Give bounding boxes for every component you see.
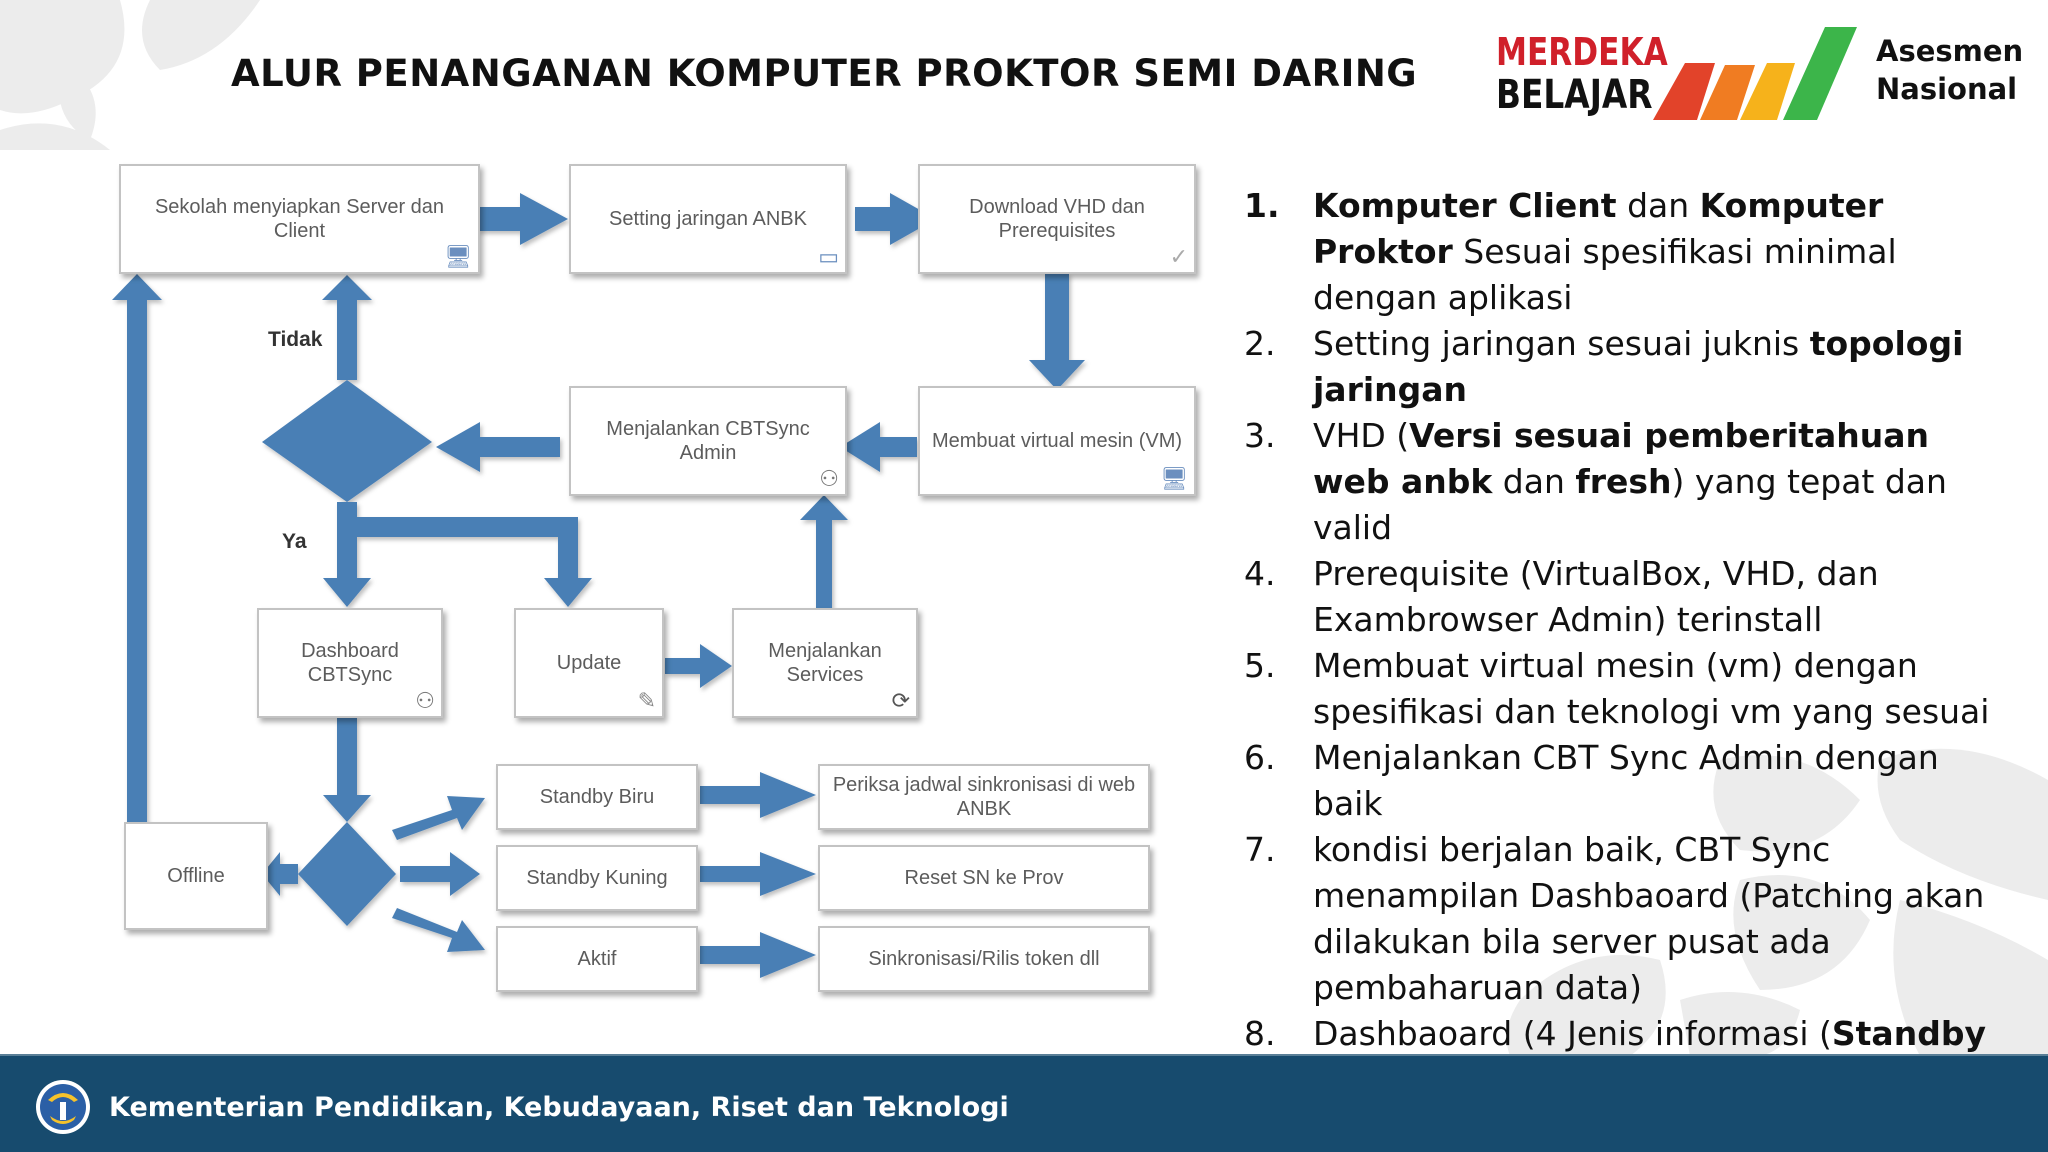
step-text: Menjalankan CBT Sync Admin dengan baik (1313, 738, 1939, 823)
box-cbtsync-admin: Menjalankan CBTSync Admin ⚇ (569, 386, 847, 496)
flowchart-connectors (112, 193, 1085, 978)
arrow-update-to-services (665, 644, 732, 688)
slide-title: ALUR PENANGANAN KOMPUTER PROKTOR SEMI DA… (231, 52, 1418, 95)
monitor-icon: 🖥 (1160, 466, 1188, 491)
decision-diamond-2 (298, 822, 396, 926)
refresh-icon: ⟳ (891, 688, 910, 713)
arrow-diamond-to-standby-kuning (400, 852, 480, 896)
box-reset-sn: Reset SN ke Prov (818, 845, 1150, 911)
box-offline: Offline (124, 822, 268, 930)
box-setting-jaringan: Setting jaringan ANBK ▭ (569, 164, 847, 274)
box-download-vhd: Download VHD dan Prerequisites ✓ (918, 164, 1196, 274)
arrow-services-to-cbtsync (800, 495, 848, 608)
step-number: 2. (1244, 324, 1276, 363)
arrow-vm-to-cbtsync (840, 422, 917, 472)
logo-line-1: MERDEKA (1496, 30, 1668, 74)
arrow-standby-biru-to-periksa (700, 772, 816, 818)
box-periksa-jadwal: Periksa jadwal sinkronisasi di web ANBK (818, 764, 1150, 830)
decision-diamond-1 (262, 380, 432, 502)
arrow-diamond-to-offline (262, 852, 298, 896)
step-item: 5. Membuat virtual mesin (vm) dengan spes… (1244, 643, 2004, 735)
step-text: ) yang tepat dan valid (1313, 462, 1947, 547)
step-item: 2. Setting jaringan sesuai juknis topolog… (1244, 321, 2004, 413)
step-item: 6. Menjalankan CBT Sync Admin dengan baik (1244, 735, 2004, 827)
label-ya: Ya (282, 530, 307, 553)
arrow-diamond-to-dashboard (323, 502, 371, 607)
step-text: Komputer Proktor (1313, 186, 1884, 271)
box-menjalankan-services: Menjalankan Services ⟳ (732, 608, 918, 718)
step-item: 3. VHD (Versi sesuai pemberitahuan web an… (1244, 413, 2004, 551)
step-item: 4. Prerequisite (VirtualBox, VHD, dan Exa… (1244, 551, 2004, 643)
step-text: kondisi berjalan baik, CBT Sync menampil… (1313, 830, 1985, 1007)
step-number: 7. (1244, 830, 1276, 869)
box-membuat-vm: Membuat virtual mesin (VM) 🖥 (918, 386, 1196, 496)
network-switch-icon: ▭ (818, 244, 839, 269)
flowchart: Sekolah menyiapkan Server dan Client 🖥 S… (100, 150, 1200, 1010)
logo-line-2: BELAJAR (1496, 72, 1653, 118)
arrow-cbtsync-to-diamond (436, 422, 560, 472)
arrow-branch-to-update (357, 517, 592, 607)
arrow-diamond-to-server (322, 275, 372, 380)
footer-bar (0, 1056, 2048, 1152)
arrow-download-to-vm (1029, 273, 1085, 390)
step-text: Membuat virtual mesin (vm) dengan spesif… (1313, 646, 1990, 731)
step-item: 7. kondisi berjalan baik, CBT Sync menamp… (1244, 827, 2004, 1011)
arrow-dashboard-to-diamond (323, 717, 371, 822)
brand-line-2: Nasional (1876, 72, 2018, 106)
step-text: topologi jaringan (1313, 324, 1964, 409)
footer-ministry-name: Kementerian Pendidikan, Kebudayaan, Rise… (109, 1092, 1009, 1123)
steps-list: 1. Komputer Client dan Komputer Proktor S… (1244, 183, 2004, 1103)
step-text: fresh (1575, 462, 1672, 501)
merdeka-belajar-logo: MERDEKA BELAJAR Asesmen Nasional (1490, 25, 2024, 125)
checkmark-icon: ✓ (1169, 244, 1188, 269)
step-number: 5. (1244, 646, 1276, 685)
brand-line-1: Asesmen (1876, 34, 2024, 68)
step-text: Versi sesuai pemberitahuan web anbk (1313, 416, 1930, 501)
step-text: VHD ( (1313, 416, 1410, 455)
step-text: Sesuai spesifikasi minimal dengan aplika… (1313, 232, 1897, 317)
footer-divider (0, 1054, 2048, 1057)
box-standby-biru: Standby Biru (496, 764, 698, 830)
step-number: 1. (1244, 186, 1280, 225)
arrow-server-to-setting (478, 193, 568, 245)
step-number: 8. (1244, 1014, 1276, 1053)
merdeka-belajar-mark-icon (1653, 27, 1857, 120)
step-number: 4. (1244, 554, 1276, 593)
box-standby-kuning: Standby Kuning (496, 845, 698, 911)
users-icon: ⚇ (415, 688, 435, 713)
step-text: Komputer Client (1313, 186, 1617, 225)
arrow-aktif-to-sinkronisasi (700, 932, 816, 978)
box-dashboard-cbtsync: Dashboard CBTSync ⚇ (257, 608, 443, 718)
box-server-client: Sekolah menyiapkan Server dan Client 🖥 (119, 164, 480, 274)
arrow-diamond-to-standby-biru (392, 796, 485, 840)
arrow-standby-kuning-to-reset (700, 852, 816, 896)
step-number: 3. (1244, 416, 1276, 455)
arrow-diamond-to-aktif (392, 908, 485, 952)
box-update: Update ✎ (514, 608, 664, 718)
monitor-icon: 🖥 (444, 244, 472, 269)
label-tidak: Tidak (268, 328, 323, 351)
arrow-setting-to-download (855, 193, 936, 245)
step-text: dan (1616, 186, 1700, 225)
step-text: Dashbaoard (4 Jenis informasi ( (1313, 1014, 1832, 1053)
tut-wuri-handayani-emblem-icon (36, 1080, 90, 1134)
tools-icon: ✎ (637, 688, 656, 713)
step-number: 6. (1244, 738, 1276, 777)
users-icon: ⚇ (819, 466, 839, 491)
step-text: Setting jaringan sesuai juknis (1313, 324, 1810, 363)
arrow-offline-to-server (112, 274, 162, 823)
box-sinkronisasi: Sinkronisasi/Rilis token dll (818, 926, 1150, 992)
box-aktif: Aktif (496, 926, 698, 992)
step-text: dan (1492, 462, 1576, 501)
step-text: Prerequisite (VirtualBox, VHD, dan Examb… (1313, 554, 1879, 639)
step-item: 1. Komputer Client dan Komputer Proktor S… (1244, 183, 2004, 321)
